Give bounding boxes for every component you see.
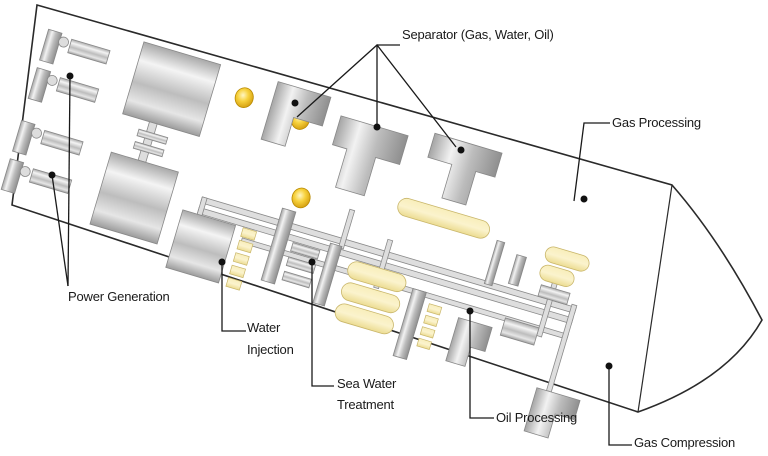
dot-separator-2 <box>373 123 381 131</box>
leader-lines <box>51 44 632 446</box>
dot-gas-compression <box>605 362 613 370</box>
leader-dots <box>48 72 613 370</box>
label-power-generation: Power Generation <box>68 289 170 304</box>
large-tanks <box>89 41 222 245</box>
dot-power-a <box>66 72 74 80</box>
misc-equipment <box>445 239 571 367</box>
power-generation-units <box>0 28 111 194</box>
gauge-3 <box>291 187 311 209</box>
label-gas-compression: Gas Compression <box>634 435 736 450</box>
dot-sea-water <box>308 258 316 266</box>
leader-gas-compression <box>608 366 632 446</box>
label-water-injection-2: Injection <box>247 342 294 357</box>
leader-oil-processing <box>469 311 494 419</box>
label-gas-processing: Gas Processing <box>612 115 701 130</box>
sea-water-treatment-unit <box>260 207 343 307</box>
dot-separator-1 <box>291 99 299 107</box>
dot-gas-processing <box>580 195 588 203</box>
label-sea-water-1: Sea Water <box>337 376 397 391</box>
separator-tank <box>397 197 490 239</box>
label-oil-processing: Oil Processing <box>496 410 578 425</box>
separator-3 <box>427 132 503 206</box>
gas-processing-unit <box>539 246 590 287</box>
oil-processing-unit <box>334 261 443 361</box>
dot-power-b <box>48 171 56 179</box>
leader-gas-processing <box>573 122 610 202</box>
separator-2 <box>332 115 409 197</box>
dot-oil-processing <box>466 307 474 315</box>
pipe-rack <box>193 196 578 393</box>
leader-power-b <box>51 174 69 287</box>
leader-sea-water <box>311 262 334 387</box>
bow-divider-line <box>637 184 673 413</box>
gas-compression-unit <box>523 387 581 439</box>
leader-power-a <box>67 75 71 287</box>
label-separator: Separator (Gas, Water, Oil) <box>402 27 554 42</box>
separator-1 <box>260 81 332 147</box>
label-sea-water-2: Treatment <box>337 397 394 412</box>
label-water-injection-1: Water <box>247 320 281 335</box>
separators <box>260 81 503 239</box>
leader-water-injection <box>221 262 246 332</box>
water-injection-unit <box>165 209 258 291</box>
gauge-1 <box>234 87 254 108</box>
dot-separator-3 <box>457 146 465 154</box>
dot-water-injection <box>218 258 226 266</box>
